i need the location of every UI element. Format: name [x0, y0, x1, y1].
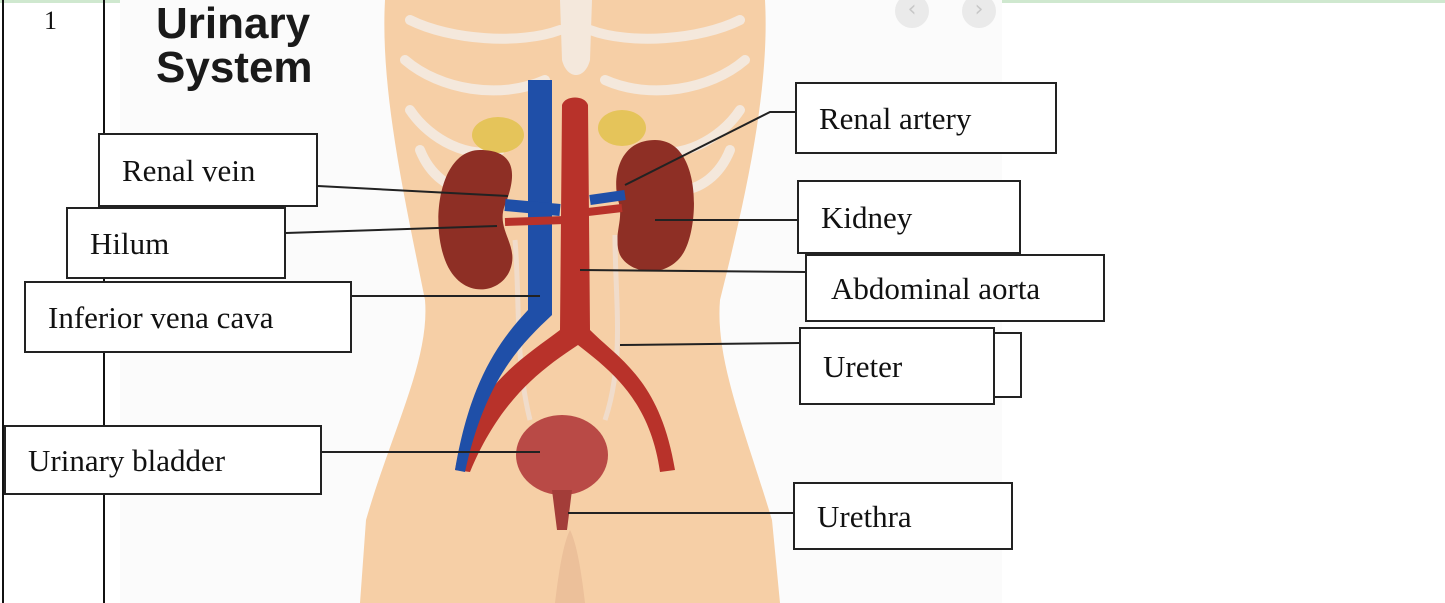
left-kidney: [438, 150, 512, 289]
label-urinary-bladder: Urinary bladder: [4, 425, 322, 495]
renal-vessels-left: [505, 205, 560, 210]
title-line-2: System: [156, 46, 313, 90]
title-line-1: Urinary: [156, 2, 313, 46]
label-renal-vein: Renal vein: [98, 133, 318, 207]
urinary-bladder-organ: [516, 415, 608, 495]
label-hilum-text: Hilum: [90, 228, 169, 259]
right-adrenal-gland: [598, 110, 646, 146]
left-adrenal-gland: [472, 117, 524, 153]
label-kidney: Kidney: [797, 180, 1021, 254]
label-abdominal-aorta: Abdominal aorta: [805, 254, 1105, 322]
label-inferior-vena-cava-text: Inferior vena cava: [48, 302, 273, 333]
renal-artery-right: [588, 208, 622, 212]
label-inferior-vena-cava: Inferior vena cava: [24, 281, 352, 353]
right-kidney: [616, 140, 694, 271]
sternum: [560, 0, 592, 75]
renal-vessels-right: [590, 195, 625, 200]
label-hilum: Hilum: [66, 207, 286, 279]
label-urethra-text: Urethra: [817, 501, 912, 532]
diagram-title: Urinary System: [156, 2, 313, 90]
label-renal-artery: Renal artery: [795, 82, 1057, 154]
label-kidney-text: Kidney: [821, 202, 912, 233]
label-ureter: Ureter: [799, 327, 995, 405]
label-ureter-text: Ureter: [823, 351, 902, 382]
label-urinary-bladder-text: Urinary bladder: [28, 445, 225, 476]
label-renal-artery-text: Renal artery: [819, 103, 971, 134]
label-renal-vein-text: Renal vein: [122, 155, 255, 186]
label-urethra: Urethra: [793, 482, 1013, 550]
label-abdominal-aorta-text: Abdominal aorta: [831, 273, 1040, 304]
renal-artery-left: [505, 220, 565, 222]
